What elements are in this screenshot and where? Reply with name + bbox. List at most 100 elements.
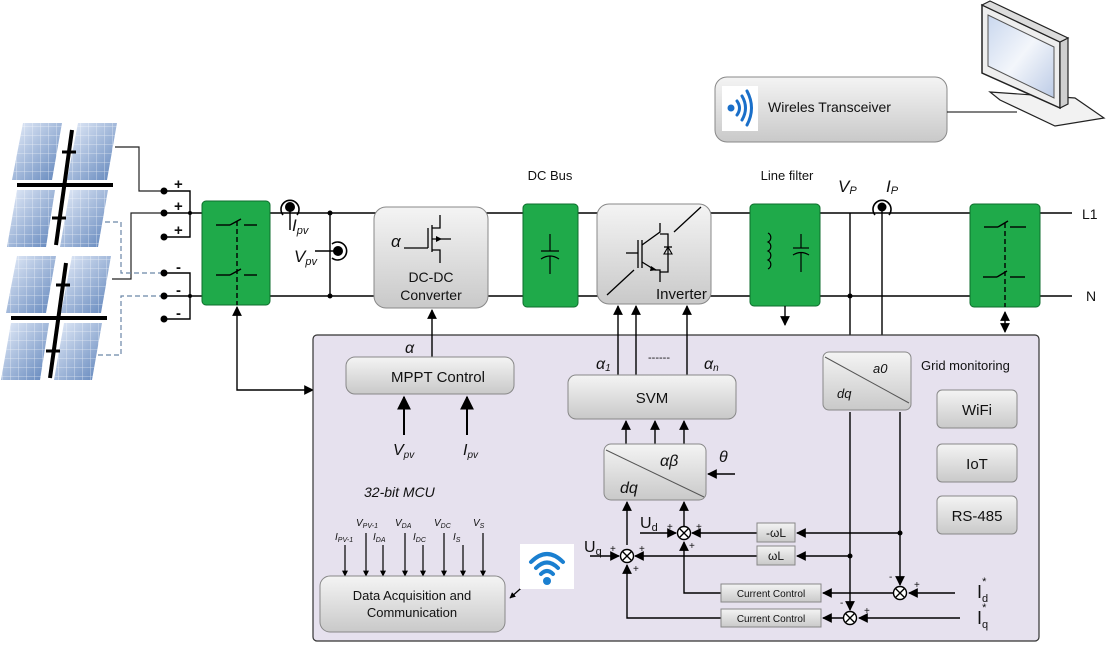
iot-block[interactable]: IoT	[936, 443, 1018, 483]
abc-to-dq-block[interactable]: a0 dq	[822, 351, 912, 411]
igbt-icon	[606, 206, 702, 296]
alphan-label: αn	[704, 356, 719, 374]
voltage-sensor-vpv-icon	[315, 241, 348, 261]
wifi-icon	[520, 544, 574, 589]
wifi-label: WiFi	[962, 402, 992, 419]
neg-omega-l-label: -ωL	[766, 526, 786, 540]
data-acquisition-block[interactable]: Data Acquisition and Communication	[319, 575, 506, 633]
svg-text:+: +	[914, 580, 920, 591]
svg-text:+: +	[633, 564, 639, 575]
vpv-label: Vpv	[294, 247, 318, 268]
dcdc-label-line2: Converter	[400, 287, 462, 303]
uq-label: Uq	[584, 539, 602, 558]
dcdc-alpha-label: α	[391, 232, 402, 251]
svg-text:-: -	[840, 598, 843, 609]
wireless-transceiver-label: Wireles Transceiver	[768, 99, 891, 115]
omega-l-block[interactable]: ωL	[756, 545, 796, 566]
svg-text:+: +	[689, 541, 695, 552]
dq-label: dq	[837, 386, 852, 401]
a0-label: a0	[873, 361, 888, 376]
grid-disconnect-switch[interactable]	[969, 203, 1041, 308]
inductor-icon	[766, 232, 772, 270]
plus-label: +	[174, 176, 183, 193]
plus-label: +	[174, 198, 183, 215]
inverter-label: Inverter	[656, 286, 707, 303]
iot-label: IoT	[966, 456, 988, 473]
current-control-label: Current Control	[737, 589, 805, 600]
ellipsis-label: ------	[648, 352, 670, 364]
mcu-label: 32-bit MCU	[364, 484, 436, 500]
minus-label: -	[176, 305, 181, 322]
dcdc-label-line1: DC-DC	[408, 269, 453, 285]
rs485-block[interactable]: RS-485	[936, 495, 1018, 535]
svg-text:-: -	[889, 572, 892, 583]
omega-l-label: ωL	[768, 549, 784, 563]
daq-input-label: VS	[473, 518, 485, 530]
l1-label: L1	[1082, 206, 1098, 222]
svg-text:+: +	[639, 544, 645, 555]
alpha1-label: α1	[596, 356, 611, 374]
input-terminals: + + + - - -	[160, 176, 202, 323]
junction-signs: +++ +++ -+ -+	[610, 522, 920, 617]
dc-bus-label: DC Bus	[528, 168, 573, 183]
id-ref-label: Id*	[977, 576, 988, 605]
daq-label-line2: Communication	[367, 605, 457, 620]
wireless-signal-icon	[727, 89, 753, 127]
ud-label: Ud	[640, 515, 658, 534]
daq-input-label: IDA	[373, 532, 386, 544]
svm-block[interactable]: SVM	[567, 374, 737, 420]
vp-label: VP	[838, 177, 857, 197]
dq-to-alphabeta-block[interactable]: αβ dq	[603, 443, 707, 501]
svg-text:+: +	[696, 522, 702, 533]
current-sensor-ipv-icon	[280, 199, 300, 230]
alphabeta-label: αβ	[660, 453, 678, 470]
computer-monitor-icon	[980, 0, 1106, 127]
current-control-block-1[interactable]: Current Control	[720, 583, 822, 603]
wireless-transceiver-block[interactable]: Wireles Transceiver	[714, 76, 948, 143]
daq-input-label: IS	[453, 532, 461, 544]
minus-label: -	[176, 282, 181, 299]
current-control-block-2[interactable]: Current Control	[720, 608, 822, 628]
dc-dc-converter-block[interactable]: α DC-DC Converter	[373, 206, 489, 309]
mosfet-icon	[404, 215, 451, 263]
dc-disconnect-switch[interactable]	[201, 200, 271, 306]
line-filter-label: Line filter	[761, 168, 814, 183]
line-filter-block[interactable]	[749, 203, 821, 307]
iq-ref-label: Iq*	[977, 602, 988, 631]
solar-array-icon	[1, 123, 117, 380]
ipv-label: Ipv	[292, 216, 310, 237]
svg-text:+: +	[667, 522, 673, 533]
capacitor-icon	[792, 234, 810, 272]
daq-label-line1: Data Acquisition and	[353, 588, 472, 603]
panel-wiring	[98, 146, 164, 356]
wifi-block[interactable]: WiFi	[936, 389, 1018, 429]
dq-label: dq	[620, 480, 638, 497]
daq-input-label: VPV-1	[356, 518, 378, 530]
mppt-vpv-input: Vpv	[393, 442, 415, 461]
mppt-ipv-input: Ipv	[463, 442, 479, 461]
svg-text:+: +	[864, 606, 870, 617]
minus-label: -	[176, 259, 181, 276]
mppt-alpha-label: α	[405, 340, 415, 357]
mppt-label: MPPT Control	[391, 369, 485, 386]
neg-omega-l-block[interactable]: -ωL	[756, 522, 796, 543]
inverter-block[interactable]: Inverter	[596, 203, 712, 305]
daq-input-label: VDC	[434, 518, 452, 530]
svm-label: SVM	[636, 390, 669, 407]
n-label: N	[1086, 288, 1096, 304]
daq-input-label: VDA	[395, 518, 412, 530]
grid-monitoring-label: Grid monitoring	[921, 358, 1010, 373]
mppt-control-block[interactable]: MPPT Control	[345, 356, 515, 395]
capacitor-icon	[540, 234, 560, 274]
theta-label: θ	[719, 449, 728, 466]
ip-label: IP	[886, 177, 899, 197]
current-control-label: Current Control	[737, 614, 805, 625]
daq-input-label: IPV-1	[335, 532, 353, 544]
dc-bus-capacitor-block[interactable]	[522, 203, 579, 308]
rs485-label: RS-485	[952, 508, 1003, 525]
plus-label: +	[174, 222, 183, 239]
svg-text:+: +	[610, 544, 616, 555]
daq-input-label: IDC	[413, 532, 427, 544]
